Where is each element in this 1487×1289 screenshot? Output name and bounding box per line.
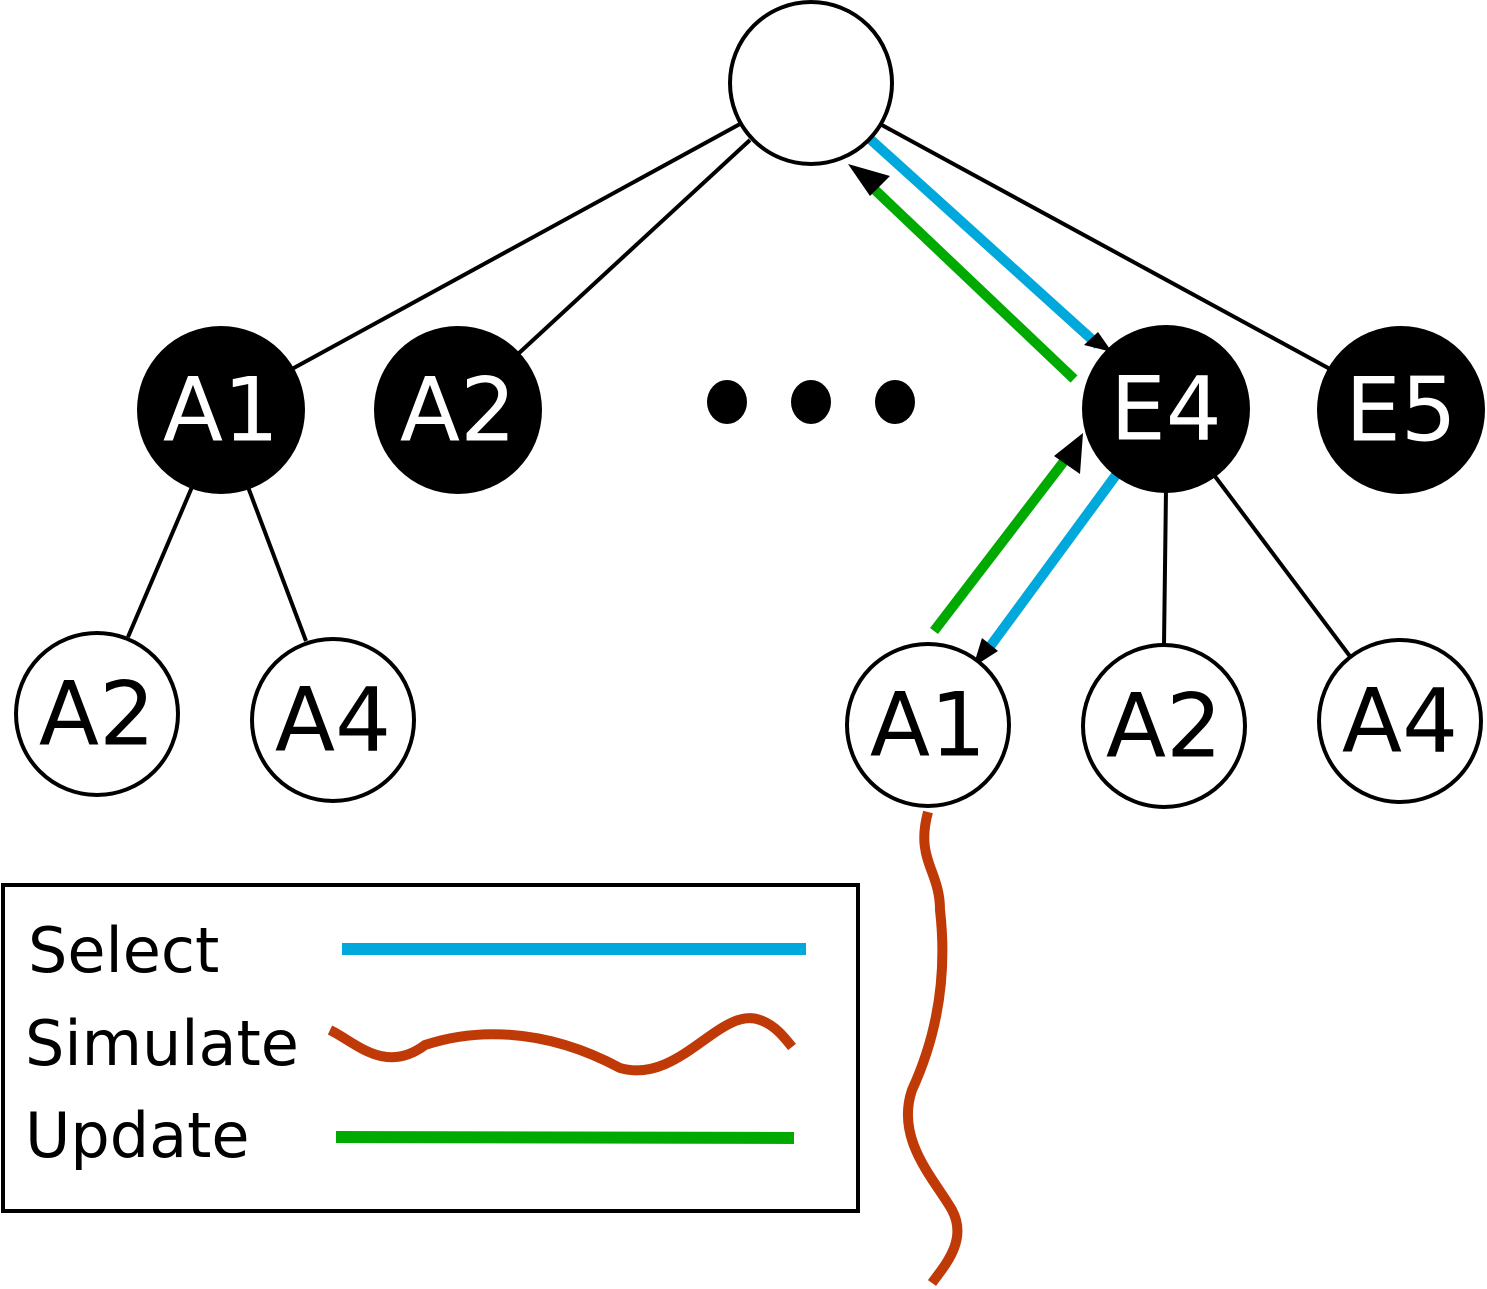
edge-a1-a4 bbox=[246, 486, 308, 642]
legend-select-label: Select bbox=[28, 914, 219, 987]
node-e4-child-a4 bbox=[1317, 638, 1483, 804]
arrowhead-to-e4 bbox=[1084, 332, 1112, 352]
simulate-rollout bbox=[902, 810, 963, 1286]
select-arrow-root-e4 bbox=[866, 135, 1102, 349]
select-path bbox=[866, 135, 1121, 655]
node-e4-child-a1 bbox=[845, 642, 1011, 808]
edge-e4-a4 bbox=[1212, 473, 1354, 661]
edge-root-a2 bbox=[516, 138, 752, 356]
node-e4-child-a1-label: A1 bbox=[870, 674, 986, 777]
legend-simulate-line bbox=[327, 1013, 796, 1076]
node-a1-child-a4-label: A4 bbox=[275, 669, 391, 772]
update-arrow-e4-root bbox=[870, 185, 1078, 383]
legend-simulate-label: Simulate bbox=[25, 1007, 299, 1080]
ellipsis-dot bbox=[707, 380, 747, 424]
tree-edges bbox=[126, 122, 1354, 661]
ellipsis-dots bbox=[707, 380, 915, 424]
node-e4-child-a2-label: A2 bbox=[1106, 675, 1222, 778]
node-e4-label: E4 bbox=[1110, 358, 1222, 461]
node-a1-label: A1 bbox=[163, 359, 279, 462]
arrowhead-to-root bbox=[848, 164, 890, 196]
node-e5 bbox=[1317, 326, 1485, 494]
node-a2 bbox=[374, 326, 542, 494]
update-arrow-a1-e4 bbox=[930, 452, 1072, 635]
node-e4-child-a4-label: A4 bbox=[1342, 670, 1458, 773]
update-path bbox=[870, 185, 1078, 635]
edge-a1-a2 bbox=[126, 486, 194, 638]
edge-root-e5 bbox=[879, 122, 1331, 371]
node-e4 bbox=[1082, 325, 1250, 493]
legend: Select Simulate Update bbox=[1, 883, 860, 1213]
legend-update-label: Update bbox=[25, 1099, 250, 1172]
edge-e4-a2 bbox=[1162, 489, 1168, 646]
select-arrow-e4-a1 bbox=[981, 472, 1121, 655]
legend-update-line bbox=[335, 1131, 795, 1144]
node-a1 bbox=[137, 326, 305, 494]
node-a1-child-a2-label: A2 bbox=[39, 663, 155, 766]
node-e4-child-a2 bbox=[1081, 643, 1247, 809]
arrowhead-to-e4-from-a1 bbox=[1054, 433, 1083, 474]
node-a1-child-a2 bbox=[14, 631, 180, 797]
node-e5-label: E5 bbox=[1345, 359, 1457, 462]
ellipsis-dot bbox=[875, 380, 915, 424]
node-a1-child-a4 bbox=[250, 637, 416, 803]
node-a2-label: A2 bbox=[400, 359, 516, 462]
ellipsis-dot bbox=[791, 380, 831, 424]
edge-root-a1 bbox=[291, 122, 741, 371]
root-node bbox=[728, 0, 894, 166]
